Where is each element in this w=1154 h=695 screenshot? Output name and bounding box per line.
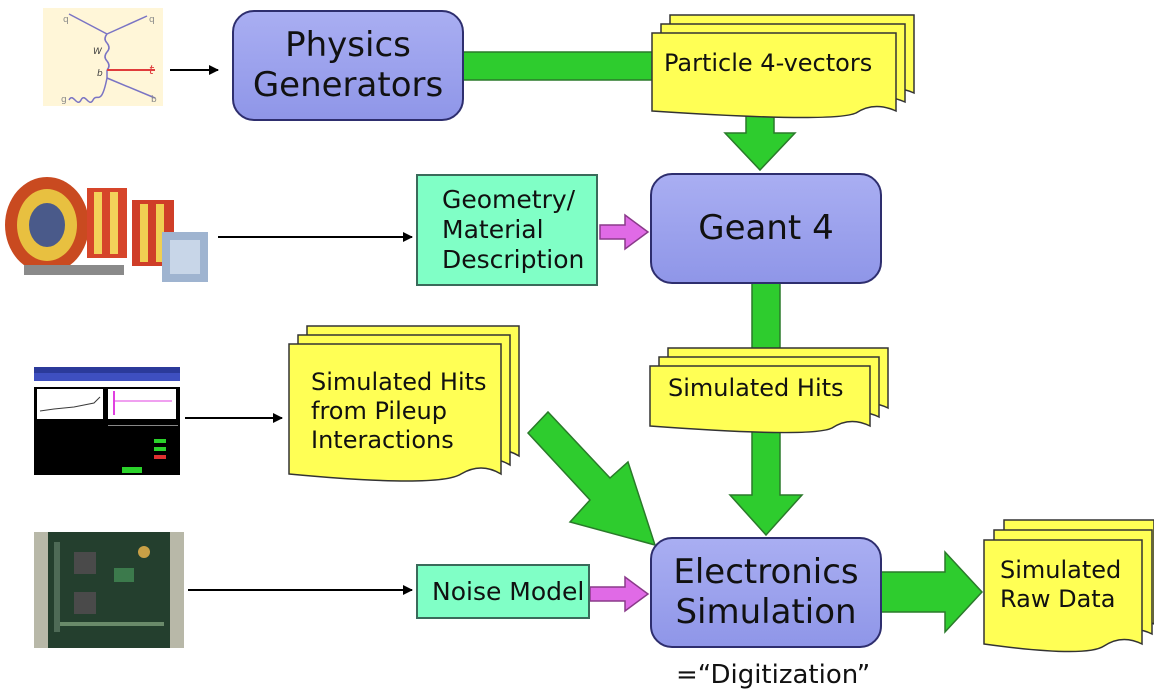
physics-generators-line2: Generators xyxy=(252,64,444,105)
raw-data-doc-shape xyxy=(983,519,1154,653)
edge-electronics-to-rawdata xyxy=(879,550,984,634)
noise-model-node: Noise Model xyxy=(416,564,590,619)
pileup-hits-label: Simulated Hits from Pileup Interactions xyxy=(311,368,487,454)
pileup-hits-doc: Simulated Hits from Pileup Interactions xyxy=(288,325,521,488)
simulated-hits-doc-shape xyxy=(649,347,889,434)
particle-4vectors-doc-shape xyxy=(651,14,915,119)
electronics-simulation-line1: Electronics xyxy=(673,552,859,593)
feynman-label-q1: q xyxy=(63,15,69,25)
edge-generators-to-particles xyxy=(462,51,654,81)
electronics-board-icon xyxy=(34,532,184,648)
noise-model-label: Noise Model xyxy=(432,576,585,606)
feynman-label-b: b xyxy=(97,69,103,79)
simulated-hits-doc: Simulated Hits xyxy=(649,347,890,434)
particle-4vectors-doc: Particle 4-vectors xyxy=(651,14,916,119)
geant4-label: Geant 4 xyxy=(698,207,834,248)
detector-image xyxy=(2,170,210,290)
edge-noise-to-electronics xyxy=(589,575,650,613)
physics-generators-node: Physics Generators xyxy=(232,10,464,121)
monitor-screen-image xyxy=(34,367,180,475)
raw-data-doc: Simulated Raw Data xyxy=(983,519,1154,660)
detector-icon xyxy=(5,177,208,282)
pileup-hits-doc-shape xyxy=(288,325,520,482)
feynman-label-g: g xyxy=(61,95,67,105)
simulated-hits-label: Simulated Hits xyxy=(668,374,844,402)
pileup-line1: Simulated Hits xyxy=(311,368,487,396)
geometry-line1: Geometry/ xyxy=(442,185,576,214)
feynman-label-q2: q xyxy=(149,15,155,25)
electronics-simulation-node: Electronics Simulation xyxy=(650,537,882,648)
electronics-board-image xyxy=(34,532,184,648)
feynman-label-w: W xyxy=(93,47,103,57)
feynman-label-t: t xyxy=(149,63,155,77)
geometry-line2: Material xyxy=(442,215,544,244)
electronics-simulation-line2: Simulation xyxy=(675,591,857,632)
feynman-diagram-icon: q q W b t g b xyxy=(61,13,157,105)
pileup-line2: from Pileup xyxy=(311,396,447,425)
particle-4vectors-label: Particle 4-vectors xyxy=(664,49,873,77)
edge-particles-to-geant4 xyxy=(723,114,797,172)
physics-generators-line1: Physics xyxy=(285,25,411,66)
geometry-line3: Description xyxy=(442,245,585,274)
pileup-line3: Interactions xyxy=(311,425,454,454)
raw-data-line2: Raw Data xyxy=(1000,584,1116,613)
edge-geant4-to-simhits xyxy=(751,282,781,356)
raw-data-label: Simulated Raw Data xyxy=(1000,556,1121,614)
edge-pileup-to-electronics xyxy=(526,410,657,547)
edge-geometry-to-geant4 xyxy=(599,213,650,251)
monitor-screen-icon xyxy=(34,367,180,473)
feynman-label-b2: b xyxy=(151,95,157,105)
digitization-footnote: =“Digitization” xyxy=(676,660,871,690)
geometry-material-node: Geometry/ Material Description xyxy=(416,174,598,286)
feynman-diagram-image: q q W b t g b xyxy=(43,8,163,106)
raw-data-line1: Simulated xyxy=(1000,556,1122,584)
geant4-node: Geant 4 xyxy=(650,173,882,284)
